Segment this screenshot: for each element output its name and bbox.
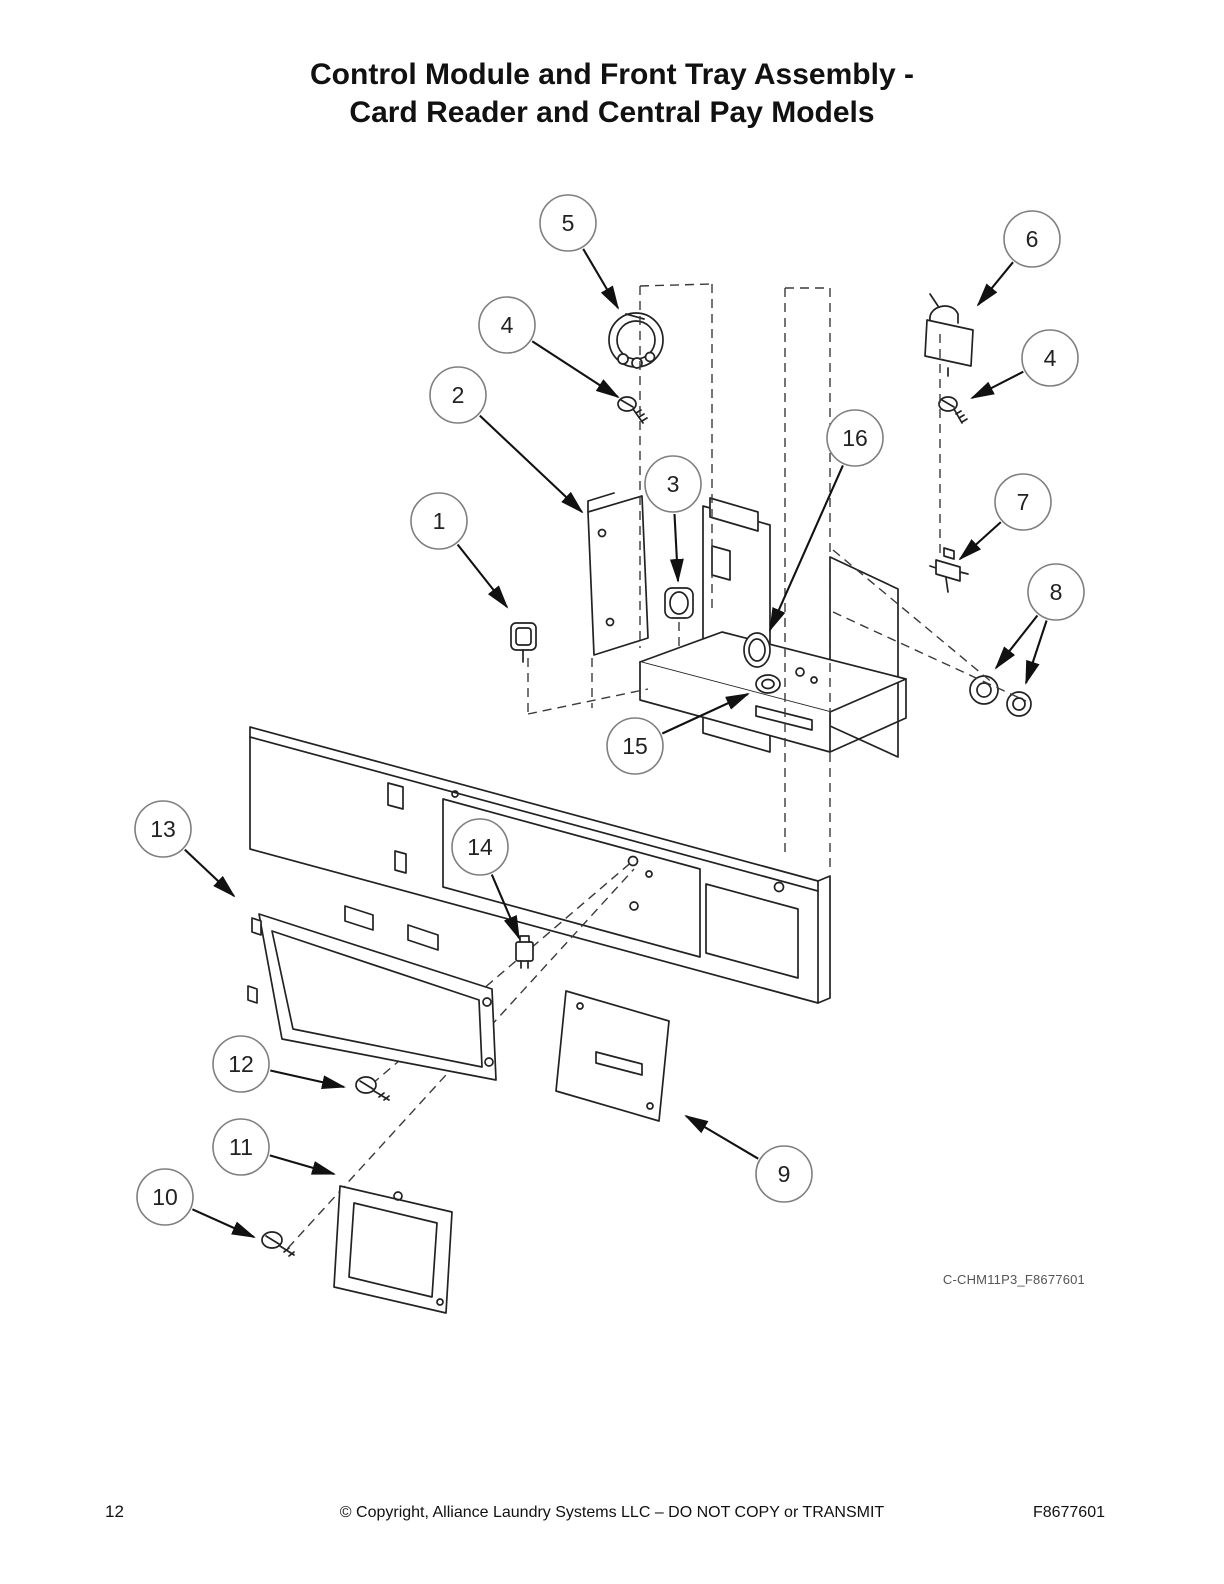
callout-circle-3 xyxy=(644,455,702,513)
callout-15: 15 xyxy=(606,717,664,775)
page-title-line1: Control Module and Front Tray Assembly - xyxy=(310,58,914,91)
callout-circle-2 xyxy=(429,366,487,424)
callout-circle-7 xyxy=(994,473,1052,531)
callout-leader-6 xyxy=(976,261,1014,307)
callout-number-10: 10 xyxy=(152,1184,178,1210)
callout-number-14: 14 xyxy=(467,834,493,860)
callout-number-9: 9 xyxy=(778,1161,791,1187)
callout-leader-8 xyxy=(1025,620,1048,685)
callout-leader-15 xyxy=(661,693,750,735)
callout-circle-8 xyxy=(1027,563,1085,621)
callout-leader-12 xyxy=(270,1069,346,1090)
page-footer: 12 © Copyright, Alliance Laundry Systems… xyxy=(0,1500,1224,1530)
callout-leader-3 xyxy=(669,513,684,583)
callout-number-4: 4 xyxy=(1044,345,1057,371)
callout-circle-11 xyxy=(212,1118,270,1176)
callout-7: 7 xyxy=(994,473,1052,531)
callout-circle-12 xyxy=(212,1035,270,1093)
callout-circle-13 xyxy=(134,800,192,858)
callout-number-8: 8 xyxy=(1050,579,1063,605)
callout-leader-2 xyxy=(479,414,584,514)
diagram-artwork xyxy=(249,293,1032,1004)
page-title-line2: Card Reader and Central Pay Models xyxy=(349,96,875,129)
callout-number-15: 15 xyxy=(622,733,648,759)
callout-10: 10 xyxy=(136,1168,194,1226)
callout-circle-9 xyxy=(755,1145,813,1203)
callout-circle-4 xyxy=(478,296,536,354)
page-title: Control Module and Front Tray Assembly -… xyxy=(0,56,1224,132)
callout-12: 12 xyxy=(212,1035,270,1093)
callout-leader-4 xyxy=(970,370,1024,399)
callout-leader-16 xyxy=(769,464,844,632)
callout-circle-16 xyxy=(826,409,884,467)
callout-number-13: 13 xyxy=(150,816,176,842)
callout-leader-8 xyxy=(994,614,1039,670)
callout-leader-5 xyxy=(582,248,620,310)
callout-number-2: 2 xyxy=(452,382,465,408)
callout-8: 8 xyxy=(1027,563,1085,621)
callout-9: 9 xyxy=(755,1145,813,1203)
callout-number-5: 5 xyxy=(562,210,575,236)
page-number: 12 xyxy=(105,1502,124,1521)
callout-11: 11 xyxy=(212,1118,270,1176)
callout-layer: 5 6 4 4 2 16 3 7 1 8 15 13 14 12 11 10 9 xyxy=(134,194,1085,1238)
callout-circle-6 xyxy=(1003,210,1061,268)
callout-5: 5 xyxy=(539,194,597,252)
callout-circle-5 xyxy=(539,194,597,252)
callout-number-4: 4 xyxy=(501,312,514,338)
foreground-parts xyxy=(247,905,670,1314)
callout-circle-10 xyxy=(136,1168,194,1226)
callout-14: 14 xyxy=(451,818,509,876)
callout-leader-7 xyxy=(958,521,1002,561)
callout-4: 4 xyxy=(478,296,536,354)
callout-leader-4 xyxy=(531,340,620,399)
callout-circle-4 xyxy=(1021,329,1079,387)
callout-leader-13 xyxy=(184,848,236,898)
callout-6: 6 xyxy=(1003,210,1061,268)
callout-number-1: 1 xyxy=(433,508,446,534)
callout-circle-1 xyxy=(410,492,468,550)
copyright-notice: © Copyright, Alliance Laundry Systems LL… xyxy=(339,1504,885,1521)
callout-leader-10 xyxy=(191,1208,256,1238)
callout-leader-9 xyxy=(684,1114,759,1160)
callout-leader-14 xyxy=(490,874,520,940)
callout-number-6: 6 xyxy=(1026,226,1039,252)
callout-1: 1 xyxy=(410,492,468,550)
callout-circle-15 xyxy=(606,717,664,775)
callout-circle-14 xyxy=(451,818,509,876)
callout-leader-11 xyxy=(269,1154,336,1176)
callout-16: 16 xyxy=(826,409,884,467)
document-number: F8677601 xyxy=(1032,1504,1105,1521)
callout-number-12: 12 xyxy=(228,1051,254,1077)
callout-number-11: 11 xyxy=(229,1134,253,1160)
callout-number-16: 16 xyxy=(842,425,868,451)
callout-number-3: 3 xyxy=(667,471,680,497)
callout-13: 13 xyxy=(134,800,192,858)
callout-3: 3 xyxy=(644,455,702,513)
construction-lines xyxy=(287,283,1027,1249)
callout-number-7: 7 xyxy=(1017,489,1030,515)
callout-leader-1 xyxy=(456,543,509,609)
callout-4: 4 xyxy=(1021,329,1079,387)
callout-2: 2 xyxy=(429,366,487,424)
diagram-code: C-CHM11P3_F8677601 xyxy=(942,1272,1085,1287)
